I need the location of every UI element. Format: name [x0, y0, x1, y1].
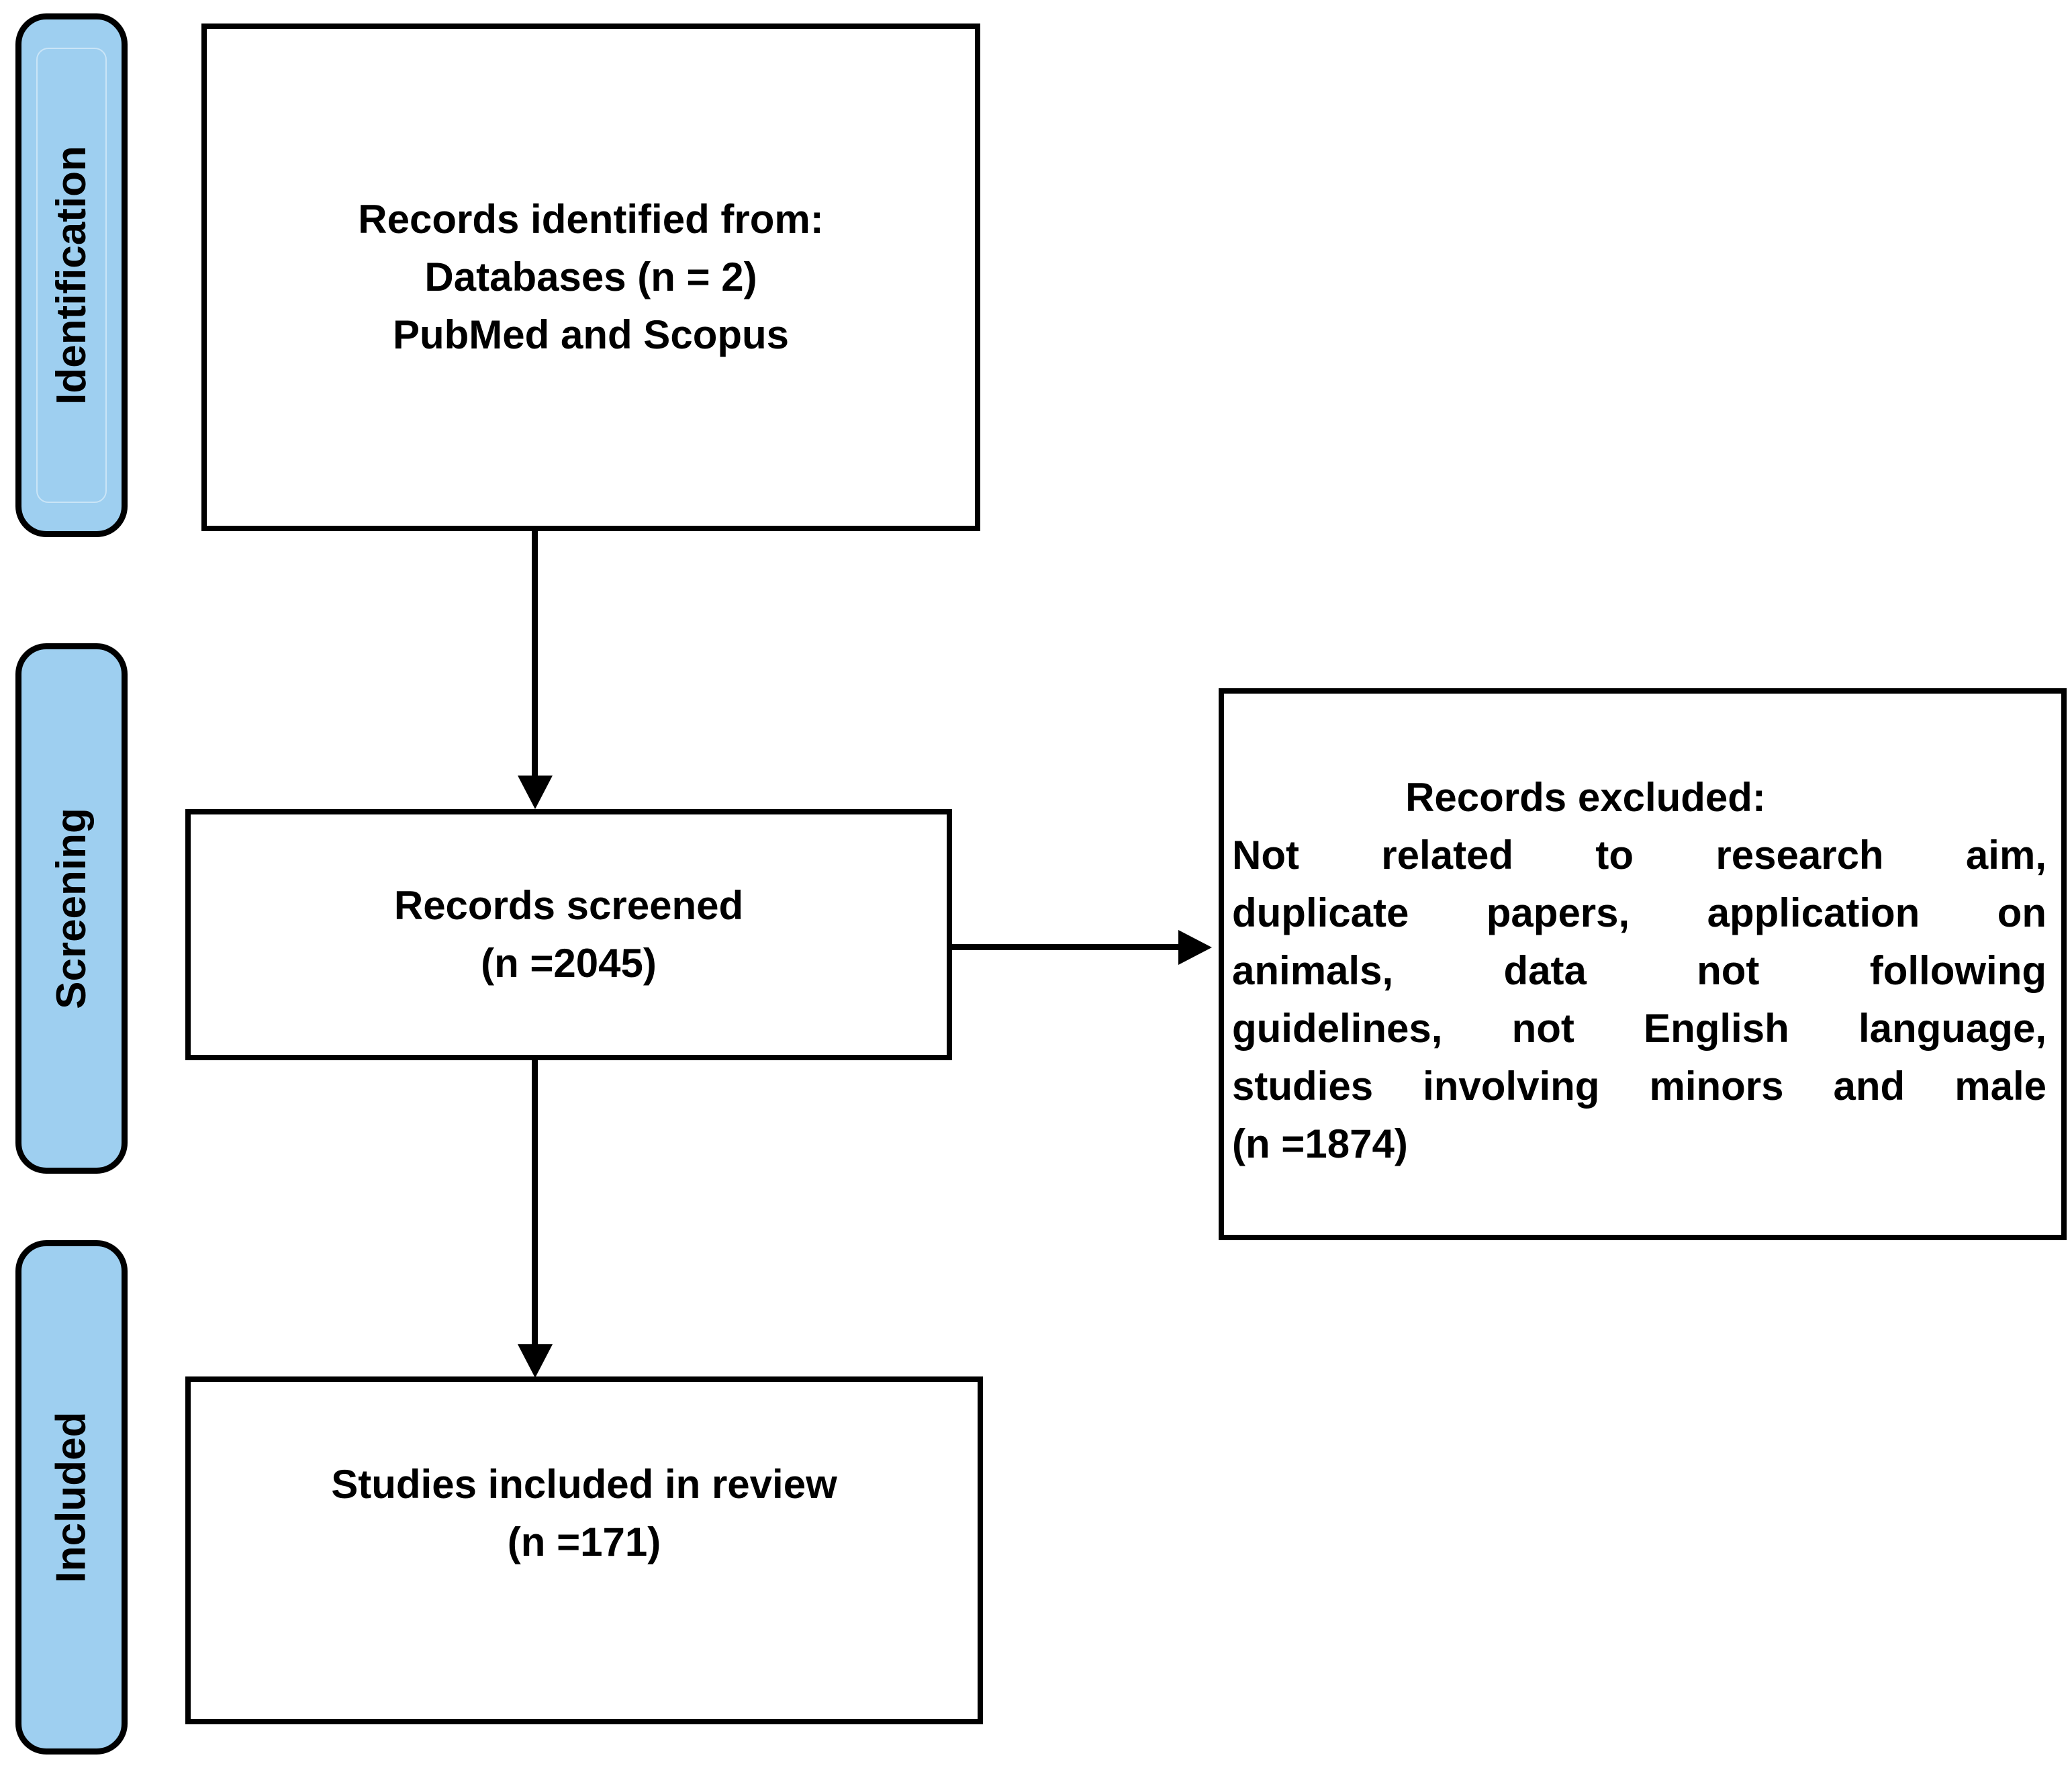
stage-label-screening: Screening [48, 808, 95, 1009]
studies-included-line-1: Studies included in review [331, 1462, 837, 1507]
records-excluded-count: (n =1874) [1232, 1121, 1408, 1166]
records-identified-line-3: PubMed and Scopus [392, 312, 790, 357]
records-excluded-box: Records excluded: Not related to researc… [1219, 688, 2067, 1240]
stage-pill-screening: Screening [15, 643, 128, 1174]
down-arrow-1-shaft [532, 529, 538, 778]
stage-label-identification: Identification [48, 146, 95, 405]
records-excluded-heading: Records excluded: [1405, 775, 1766, 820]
records-screened-line-1: Records screened [393, 883, 744, 928]
records-screened-line-2: (n =2045) [481, 941, 657, 986]
records-excluded-reason-line-2: duplicate papers, application on [1232, 890, 2046, 935]
down-arrow-2-shaft [532, 1059, 538, 1346]
stage-label-included: Included [48, 1411, 95, 1583]
right-arrow-shaft [952, 944, 1180, 950]
stage-pill-identification: Identification [15, 13, 128, 537]
studies-included-box: Studies included in review (n =171) [185, 1376, 983, 1724]
records-screened-box: Records screened (n =2045) [185, 809, 952, 1060]
right-arrow-head-icon [1178, 930, 1212, 965]
down-arrow-1-head-icon [518, 776, 553, 809]
studies-included-line-2: (n =171) [507, 1520, 661, 1564]
stage-pill-included: Included [15, 1240, 128, 1755]
down-arrow-2-head-icon [518, 1344, 553, 1378]
records-identified-line-2: Databases (n = 2) [424, 254, 757, 299]
records-excluded-reason-line-5: studies involving minors and male [1232, 1064, 2046, 1109]
records-identified-line-1: Records identified from: [358, 197, 824, 242]
records-identified-box: Records identified from: Databases (n = … [201, 24, 980, 531]
records-excluded-reason-line-4: guidelines, not English language, [1232, 1006, 2046, 1051]
records-excluded-reason-line-1: Not related to research aim, [1232, 833, 2046, 878]
records-excluded-reason-line-3: animals, data not following [1232, 948, 2046, 993]
